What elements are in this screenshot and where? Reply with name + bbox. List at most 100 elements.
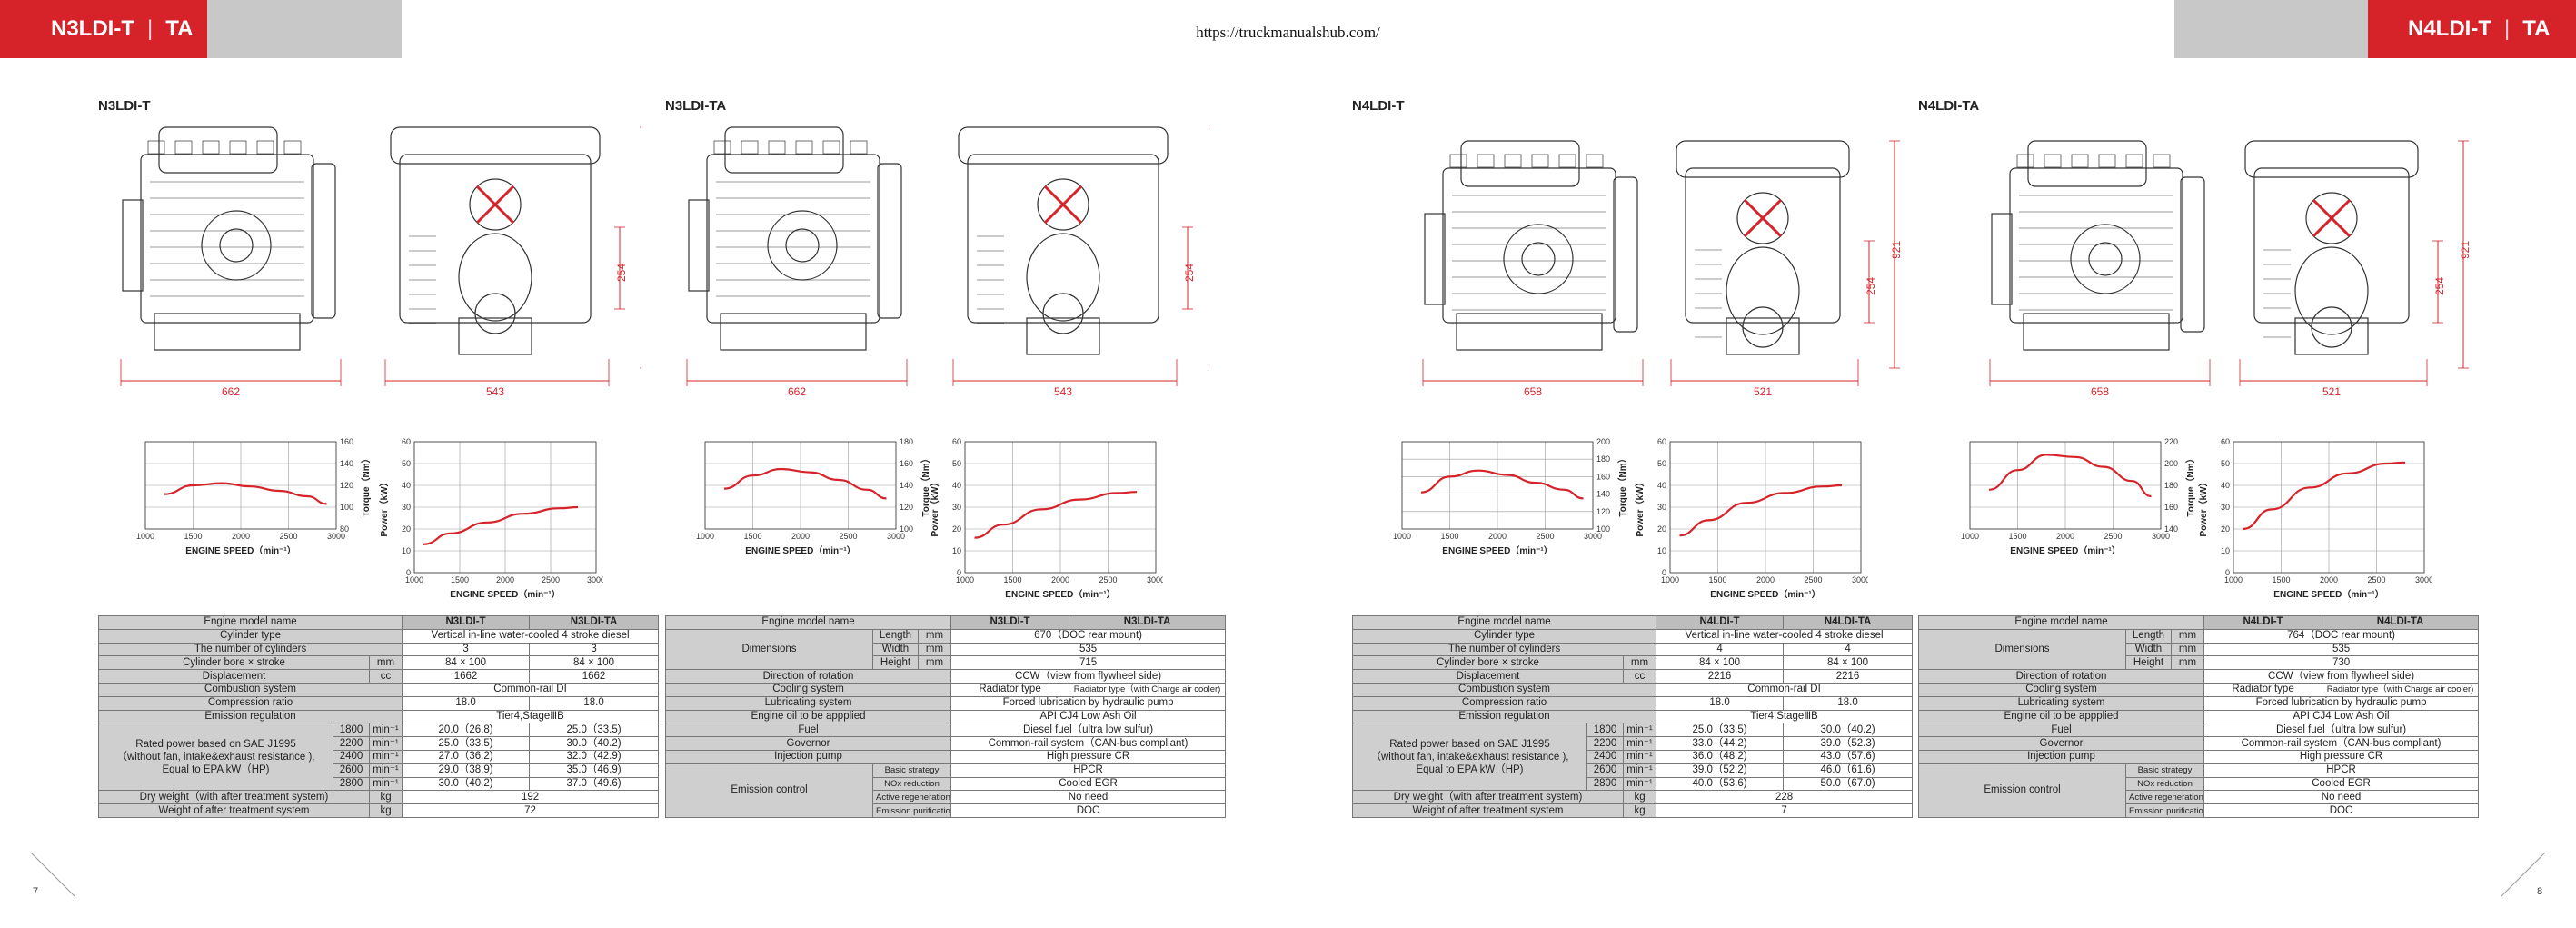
header-model-left: N3LDI-T bbox=[51, 16, 134, 41]
corner-decoration-left bbox=[30, 852, 75, 897]
cell-label: Weight of after treatment system bbox=[1352, 803, 1624, 818]
cell-value: 670（DOC rear mount) bbox=[950, 628, 1227, 644]
y-tick-label: 220 bbox=[2164, 437, 2178, 446]
cell-label: Governor bbox=[1917, 736, 2205, 751]
y-tick-label: 10 bbox=[2221, 546, 2230, 555]
x-tick-label: 2000 bbox=[232, 532, 250, 541]
x-tick-label: 1500 bbox=[1003, 575, 1021, 584]
x-tick-label: 3000 bbox=[587, 575, 603, 584]
x-tick-label: 2000 bbox=[791, 532, 810, 541]
engine-front-view-drawing: 662 bbox=[120, 126, 342, 398]
cell-value: 764（DOC rear mount) bbox=[2203, 628, 2480, 644]
section-title: N4LDI-T bbox=[1352, 98, 1405, 114]
cell-value: 228 bbox=[1656, 790, 1914, 805]
x-tick-label: 1000 bbox=[405, 575, 423, 584]
power-curve bbox=[2243, 461, 2406, 531]
cell-model: N3LDI-TA bbox=[529, 615, 660, 630]
power-curve bbox=[1679, 484, 1843, 537]
y-tick-label: 20 bbox=[952, 524, 961, 534]
cell-value: 30.0（40.2) bbox=[529, 736, 660, 751]
cell-value: 535 bbox=[2203, 642, 2480, 657]
cell-label: Combustion system bbox=[97, 682, 403, 697]
x-tick-label: 1500 bbox=[451, 575, 469, 584]
cell-model: N4LDI-TA bbox=[1783, 615, 1914, 630]
cell-value: 25.0（33.5) bbox=[1656, 723, 1785, 738]
plot-frame bbox=[1401, 441, 1594, 530]
header-url[interactable]: https://truckmanualshub.com/ bbox=[1196, 24, 1380, 41]
cell-sublabel: Emission purification bbox=[2124, 803, 2205, 818]
cell-unit: mm bbox=[917, 628, 952, 644]
y-axis-label: Torque（Nm） bbox=[360, 454, 372, 516]
section-title: N3LDI-TA bbox=[665, 98, 727, 114]
cell-unit: mm bbox=[1622, 655, 1657, 671]
dimension-width-side: 543 bbox=[1054, 385, 1072, 398]
plot-frame bbox=[144, 441, 337, 530]
page-number-right: 8 bbox=[2537, 886, 2543, 897]
cell-unit: min⁻¹ bbox=[368, 763, 403, 778]
dimension-height-crank: 254 bbox=[2433, 277, 2446, 295]
cell-value: High pressure CR bbox=[950, 749, 1227, 764]
dimension-height-crank: 254 bbox=[1183, 264, 1196, 282]
cell-value: DOC bbox=[950, 803, 1227, 818]
x-tick-label: 2500 bbox=[1099, 575, 1117, 584]
page-number-left: 7 bbox=[33, 886, 39, 897]
x-tick-label: 3000 bbox=[2415, 575, 2432, 584]
dimension-width-front: 662 bbox=[222, 385, 240, 398]
cell-value: 7 bbox=[1656, 803, 1914, 818]
cell-label: Compression ratio bbox=[1351, 695, 1657, 711]
x-axis-label: ENGINE SPEED（min⁻¹） bbox=[2273, 588, 2383, 600]
cell-rpm: 2800 bbox=[333, 776, 370, 792]
header-variant-left: TA bbox=[165, 16, 194, 41]
cell-value: 18.0 bbox=[1783, 695, 1914, 711]
x-tick-label: 1000 bbox=[1961, 532, 1979, 541]
cell-value: Cooled EGR bbox=[2203, 776, 2480, 792]
y-tick-label: 120 bbox=[1596, 507, 1610, 516]
cell-model: N4LDI-T bbox=[1656, 615, 1785, 630]
cell-value: 32.0（42.9) bbox=[529, 749, 660, 764]
x-tick-label: 2500 bbox=[1804, 575, 1822, 584]
cell-value: 25.0（33.5) bbox=[529, 723, 660, 738]
y-tick-label: 100 bbox=[1596, 524, 1610, 534]
cell-value: No need bbox=[2203, 790, 2480, 805]
cell-value: 1662 bbox=[529, 669, 660, 684]
cell-value: Common-rail system（CAN-bus compliant) bbox=[950, 736, 1227, 751]
cell-rpm: 1800 bbox=[1586, 723, 1624, 738]
cell-label: Dry weight（with after treatment system) bbox=[1352, 790, 1624, 805]
cell-label: Emission control bbox=[665, 763, 873, 818]
cell-value: 29.0（38.9) bbox=[402, 763, 531, 778]
cell-sublabel: Active regeneration bbox=[871, 790, 952, 805]
y-tick-label: 50 bbox=[2221, 459, 2230, 468]
y-tick-label: 0 bbox=[2225, 568, 2230, 577]
cell-header: Engine model name bbox=[664, 615, 952, 630]
y-tick-label: 20 bbox=[402, 524, 411, 534]
cell-unit: cc bbox=[368, 669, 403, 684]
cell-value: API CJ4 Low Ash Oil bbox=[950, 709, 1227, 724]
cell-label: Dimensions bbox=[665, 628, 873, 671]
cell-label: Weight of after treatment system bbox=[98, 803, 370, 818]
cell-value: 2216 bbox=[1656, 669, 1785, 684]
cell-label: Cylinder bore × stroke bbox=[1352, 655, 1624, 671]
y-tick-label: 100 bbox=[340, 503, 353, 512]
x-axis-label: ENGINE SPEED（min⁻¹） bbox=[1442, 544, 1552, 556]
cell-unit: cc bbox=[1622, 669, 1657, 684]
header-model-tag-left: N3LDI-T | TA bbox=[0, 0, 207, 58]
y-tick-label: 20 bbox=[2221, 524, 2230, 534]
x-tick-label: 2000 bbox=[2320, 575, 2338, 584]
y-tick-label: 60 bbox=[1657, 437, 1666, 446]
cell-value: 1662 bbox=[402, 669, 531, 684]
y-tick-label: 60 bbox=[402, 437, 411, 446]
y-tick-label: 40 bbox=[402, 481, 411, 490]
x-tick-label: 1000 bbox=[136, 532, 154, 541]
dimension-width-side: 543 bbox=[486, 385, 504, 398]
cell-value: 535 bbox=[950, 642, 1227, 657]
y-tick-label: 60 bbox=[2221, 437, 2230, 446]
engine-front-view-drawing: 662 bbox=[686, 126, 908, 398]
cell-unit: min⁻¹ bbox=[1622, 749, 1657, 764]
y-tick-label: 0 bbox=[1662, 568, 1666, 577]
corner-decoration-right bbox=[2501, 852, 2546, 897]
cell-unit: kg bbox=[1622, 790, 1657, 805]
cell-rpm: 2400 bbox=[333, 749, 370, 764]
rp-line: Equal to EPA kW（HP) bbox=[1416, 763, 1524, 775]
engine-side-view-drawing: 543254702 bbox=[952, 126, 1208, 398]
cell-sublabel: NOx reduction bbox=[871, 776, 952, 792]
